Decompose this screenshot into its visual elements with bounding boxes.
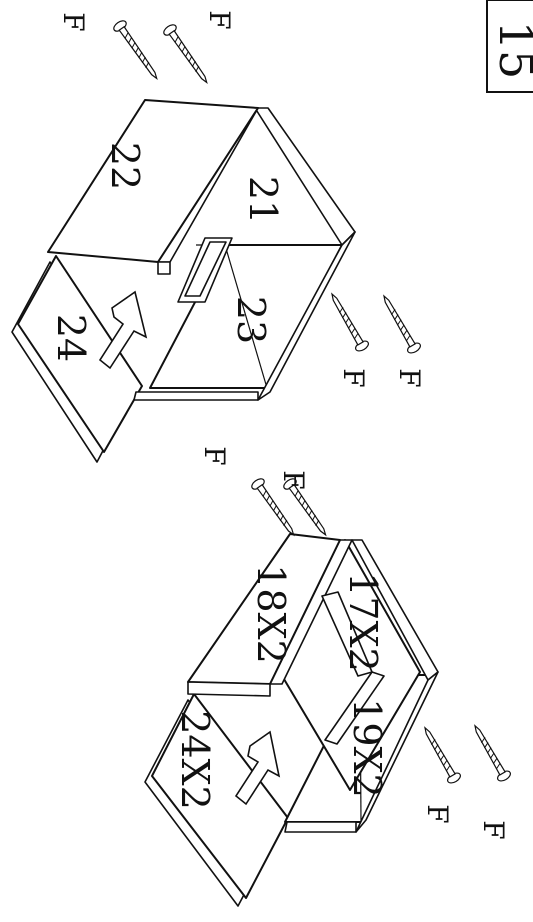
fastener-label-f: F <box>198 446 231 465</box>
panel-22 <box>47 99 259 275</box>
part-label-23: 23 <box>229 296 273 344</box>
screw-icon <box>424 726 461 784</box>
fastener-label-f: F <box>393 368 426 387</box>
arrow-icon <box>234 730 281 806</box>
step-number-box: 15 <box>486 0 533 93</box>
side-rail-right <box>284 539 439 833</box>
bottom-assembly: 18X2 17X2 19X2 24X2 F F <box>144 446 511 907</box>
part-label-24x2: 24X2 <box>173 710 217 810</box>
screw-icon <box>113 20 158 80</box>
screw-icon <box>283 478 327 537</box>
fastener-label-f: F <box>477 820 510 839</box>
panel-24 <box>11 255 143 463</box>
screw-icon <box>331 292 369 352</box>
panel-18x2 <box>187 533 353 697</box>
screw-icon <box>163 24 208 84</box>
part-label-22: 22 <box>103 142 147 190</box>
fastener-label-f: F <box>337 368 370 387</box>
divider-slot <box>321 591 385 745</box>
screw-icon <box>474 724 511 782</box>
fastener-label-f: F <box>421 804 454 823</box>
step-number: 15 <box>489 21 533 80</box>
divider-slot <box>177 237 233 303</box>
part-label-18x2: 18X2 <box>249 564 293 664</box>
side-rail-right <box>133 107 356 401</box>
part-label-24: 24 <box>49 314 93 362</box>
fastener-label-f: F <box>203 10 236 29</box>
part-label-21: 21 <box>241 176 285 224</box>
arrow-icon <box>98 290 148 370</box>
part-label-19x2: 19X2 <box>345 698 389 798</box>
top-assembly: 22 21 23 24 F F <box>11 10 426 463</box>
screw-icon <box>383 294 421 354</box>
screw-icon <box>251 478 295 537</box>
part-label-17x2: 17X2 <box>341 572 385 672</box>
fastener-label-f: F <box>277 470 310 489</box>
fastener-label-f: F <box>57 12 90 31</box>
